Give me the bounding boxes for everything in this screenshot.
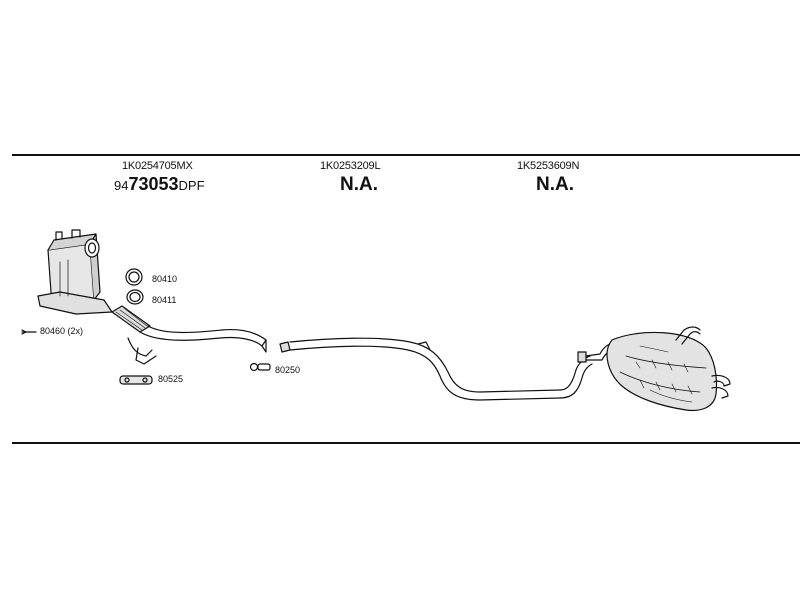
rear-muffler: [577, 326, 731, 412]
middle-pipe-status: N.A.: [340, 174, 378, 195]
part-number-middle-pipe: 1K0253209L: [320, 160, 381, 172]
dpf-reference: 9473053DPF: [114, 174, 205, 195]
dpf-ref-suffix: DPF: [178, 178, 205, 193]
part-number-dpf: 1K0254705MX: [122, 160, 193, 172]
top-divider: [12, 154, 800, 156]
front-pipe: [111, 305, 267, 365]
dpf-unit: [37, 229, 113, 315]
bracket-part: [119, 375, 153, 385]
clamp-part: [249, 362, 271, 372]
callout-gasket-b: 80411: [152, 295, 177, 305]
gasket-b: [126, 289, 144, 305]
gasket-a: [125, 268, 143, 286]
middle-pipe: [279, 337, 593, 401]
dpf-ref-prefix: 94: [114, 178, 129, 193]
rear-muffler-status: N.A.: [536, 174, 574, 195]
dpf-ref-main: 73053: [128, 174, 179, 194]
part-number-rear-muffler: 1K5253609N: [517, 160, 580, 172]
callout-bracket: 80525: [158, 374, 184, 384]
callout-clamp: 80250: [275, 365, 301, 375]
callout-bolts: 80460 (2x): [40, 326, 84, 336]
callout-gasket-a: 80410: [152, 274, 178, 284]
bottom-divider: [12, 442, 800, 444]
